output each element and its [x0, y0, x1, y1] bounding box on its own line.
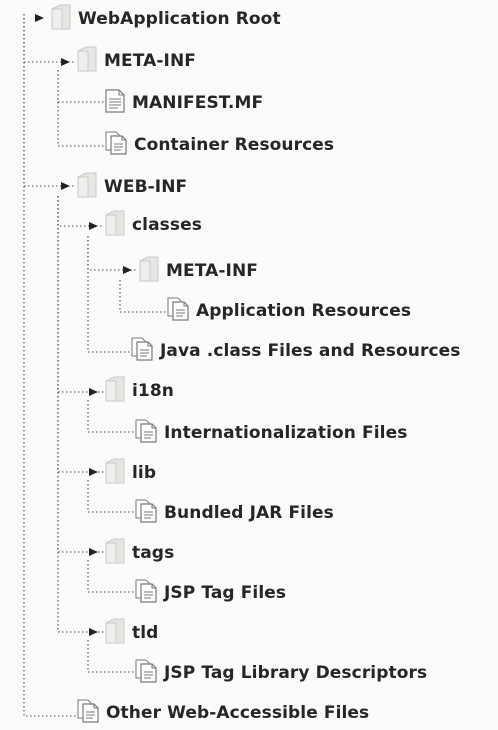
connector-tld-to-jsp-tag-library-descriptors [87, 640, 134, 673]
node-label: Container Resources [134, 135, 335, 155]
file-stack-icon [134, 578, 158, 608]
tree-node-classes-meta-inf: META-INF [138, 256, 258, 286]
node-label: Other Web-Accessible Files [106, 703, 370, 723]
connector-web-inf-to-lib-arrowhead [89, 468, 98, 476]
connector-classes-to-meta-inf-arrowhead [123, 266, 132, 274]
connector-root-to-other [23, 14, 76, 717]
tree-node-application-resources: Application Resources [166, 296, 411, 326]
node-label: lib [132, 463, 157, 483]
node-label: i18n [132, 381, 174, 401]
file-stack-icon [76, 698, 100, 728]
file-stack-icon [134, 658, 158, 688]
tree-node-tags: tags [104, 538, 174, 568]
folder-icon [76, 45, 98, 77]
tree-node-meta-inf: META-INF [76, 46, 196, 76]
folder-icon [50, 3, 72, 35]
connector-classes-to-meta-inf [87, 236, 138, 271]
node-label: classes [132, 215, 202, 235]
connector-web-inf-to-lib [57, 196, 104, 473]
connector-web-inf-to-tld-arrowhead [89, 628, 98, 636]
folder-icon [104, 209, 126, 241]
node-label: JSP Tag Files [164, 583, 287, 603]
connector-classes-to-java-class-files [87, 236, 130, 353]
file-stack-icon [130, 336, 154, 366]
connector-web-inf-to-tld [57, 196, 104, 633]
node-label: Bundled JAR Files [164, 503, 334, 523]
connector-tags-to-jsp-tag-files [87, 560, 134, 593]
connector-root-arrowhead [35, 14, 44, 22]
connector-web-inf-to-i18n-arrowhead [89, 388, 98, 396]
tree-node-web-inf: WEB-INF [76, 172, 187, 202]
connector-web-inf-to-classes-arrowhead [89, 222, 98, 230]
tree-node-internationalization-files: Internationalization Files [134, 418, 407, 448]
node-label: META-INF [104, 51, 196, 71]
node-label: WebApplication Root [78, 9, 281, 29]
node-label: WEB-INF [104, 177, 188, 197]
connector-meta-inf-to-container-resources [57, 70, 104, 147]
tree-node-other-web-accessible-files: Other Web-Accessible Files [76, 698, 369, 728]
connector-i18n-to-internationalization [87, 400, 134, 433]
node-label: Internationalization Files [164, 423, 408, 443]
connector-meta-inf-to-application-resources [119, 280, 166, 313]
tree-node-manifest-mf: MANIFEST.MF [104, 88, 263, 118]
node-label: Application Resources [196, 301, 412, 321]
connector-root-to-web-inf-arrowhead [61, 182, 70, 190]
node-label: tld [132, 623, 159, 643]
connector-root-to-meta-inf-arrowhead [61, 58, 70, 66]
tree-node-webapplication-root: WebApplication Root [50, 4, 281, 34]
node-label: tags [132, 543, 175, 563]
node-label: Java .class Files and Resources [160, 341, 461, 361]
node-label: MANIFEST.MF [132, 93, 264, 113]
connector-web-inf-to-tags [57, 196, 104, 553]
connector-web-inf-to-i18n [57, 196, 104, 393]
node-label: JSP Tag Library Descriptors [164, 663, 428, 683]
folder-icon [104, 457, 126, 489]
tree-node-lib: lib [104, 458, 156, 488]
connector-lib-to-bundled-jar [87, 480, 134, 513]
tree-node-tld: tld [104, 618, 158, 648]
tree-node-java-class-files: Java .class Files and Resources [130, 336, 460, 366]
folder-icon [104, 375, 126, 407]
file-stack-icon [134, 418, 158, 448]
tree-node-container-resources: Container Resources [104, 130, 334, 160]
tree-node-classes: classes [104, 210, 202, 240]
file-stack-icon [166, 296, 190, 326]
folder-icon [76, 171, 98, 203]
folder-icon [138, 255, 160, 287]
connector-root-to-web-inf [23, 14, 76, 187]
text-file-icon [104, 88, 126, 118]
tree-node-i18n: i18n [104, 376, 174, 406]
folder-icon [104, 617, 126, 649]
connector-web-inf-to-classes [57, 196, 104, 227]
node-label: META-INF [166, 261, 258, 281]
connector-web-inf-to-tags-arrowhead [89, 548, 98, 556]
tree-node-bundled-jar-files: Bundled JAR Files [134, 498, 334, 528]
file-stack-icon [104, 130, 128, 160]
file-stack-icon [134, 498, 158, 528]
tree-node-jsp-tag-library-descriptors: JSP Tag Library Descriptors [134, 658, 427, 688]
tree-node-jsp-tag-files: JSP Tag Files [134, 578, 286, 608]
folder-icon [104, 537, 126, 569]
